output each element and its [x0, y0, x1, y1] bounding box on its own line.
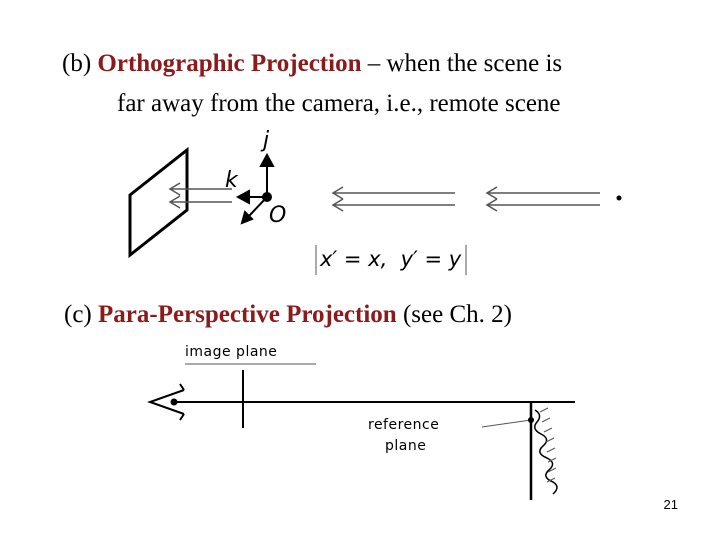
- section-b-line-2: far away from the camera, i.e., remote s…: [117, 90, 561, 117]
- object-center: [528, 417, 534, 423]
- plane-incoming-arrows: [168, 182, 232, 209]
- section-c-line-1: (c) Para-Perspective Projection (see Ch.…: [64, 300, 512, 330]
- parallel-rays-middle: [331, 186, 455, 212]
- reference-plane-label-2: plane: [385, 438, 427, 454]
- axis-k-arrow: [235, 189, 267, 205]
- projection-equation: x′ = x, y′ = y: [320, 247, 462, 271]
- image-plane-label: image plane: [185, 344, 278, 360]
- section-c-prefix: (c): [64, 301, 98, 328]
- origin-label: O: [269, 203, 287, 228]
- orthographic-diagram: [128, 146, 622, 275]
- axis-i-arrow: [240, 196, 268, 225]
- object-surface: [534, 409, 558, 495]
- eye-icon: [146, 383, 185, 421]
- section-b-term: Orthographic Projection: [97, 50, 362, 77]
- section-c-rest: (see Ch. 2): [396, 301, 512, 328]
- parallel-rays-right: [485, 186, 600, 212]
- scene-point: [616, 195, 622, 201]
- para-perspective-diagram: [146, 363, 575, 500]
- axis-j-arrow: [259, 152, 275, 197]
- reference-plane-label-1: reference: [368, 417, 440, 433]
- reference-pointer: [481, 419, 532, 428]
- axis-k-label: k: [225, 168, 238, 193]
- section-b-rest: – when the scene is: [361, 50, 563, 77]
- section-b-prefix: (b): [62, 50, 98, 77]
- section-b-line-1: (b) Orthographic Projection – when the s…: [62, 49, 562, 79]
- image-plane-shape: [128, 146, 189, 259]
- section-c-term: Para-Perspective Projection: [98, 301, 397, 328]
- object-hatching: [539, 407, 557, 483]
- page-number: 21: [663, 497, 678, 512]
- axis-j-label: j: [263, 128, 270, 153]
